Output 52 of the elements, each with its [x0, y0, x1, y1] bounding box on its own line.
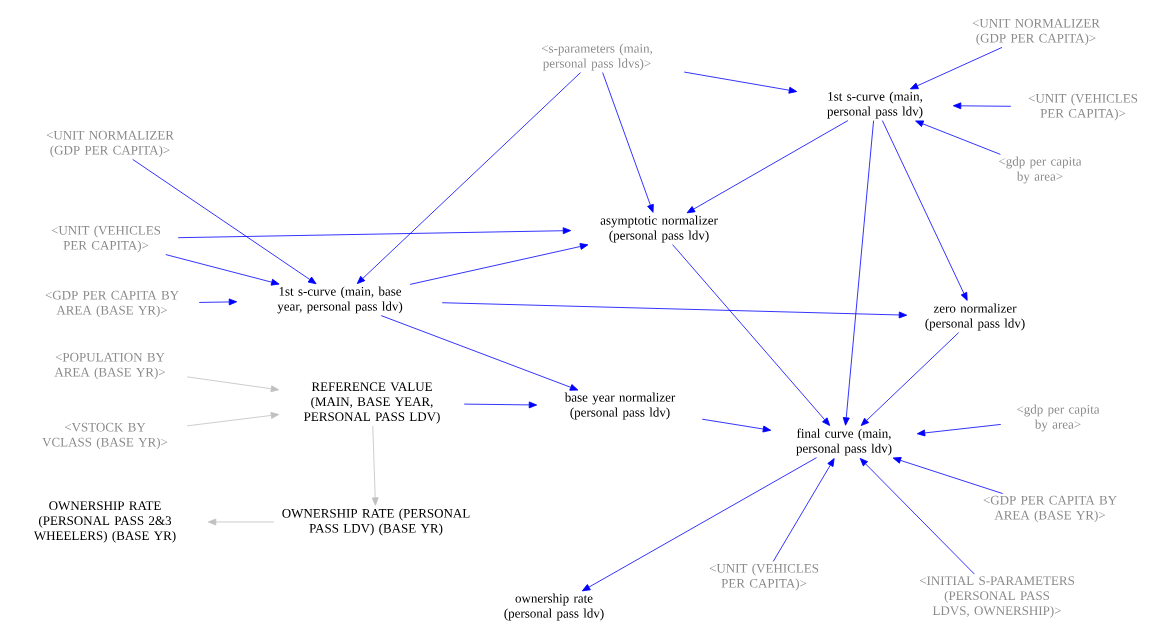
shadow-variable-label: <gdp per capita by area>	[1017, 404, 1100, 432]
arrow	[952, 102, 1012, 110]
arrow	[602, 72, 654, 213]
variable-label: OWNERSHIP RATE (PERSONAL PASS 2&3 WHEELERS) (BASE YR)	[33, 501, 176, 543]
shadow-variable-label: <POPULATION BY AREA (BASE YR)>	[54, 352, 166, 380]
arrow	[842, 120, 874, 426]
variable-label: base year normalizer (personal pass ldv)	[564, 392, 676, 420]
arrow	[672, 244, 831, 426]
variable-label: REFERENCE VALUE (MAIN, BASE YEAR, PERSONAL PASS LDV)	[304, 382, 440, 424]
arrow	[380, 315, 579, 391]
arrow	[198, 298, 238, 306]
variable-label: 1st s-curve (main, base year, personal pass ldv)	[277, 286, 403, 314]
arrow	[859, 458, 975, 575]
shadow-variable-label: <GDP PER CAPITA BY AREA (BASE YR)>	[45, 290, 179, 318]
shadow-variable-label: <UNIT (VEHICLES PER CAPITA)>	[709, 563, 819, 591]
shadow-variable-label: <UNIT (VEHICLES PER CAPITA)>	[51, 225, 161, 253]
shadow-variable-label: <gdp per capita by area>	[999, 156, 1082, 184]
arrow	[701, 418, 772, 433]
arrow	[463, 401, 538, 409]
variable-label: zero normalizer (personal pass ldv)	[925, 303, 1025, 331]
arrow	[772, 458, 835, 562]
shadow-variable-label: <UNIT (VEHICLES PER CAPITA)>	[1028, 93, 1138, 121]
arrow	[371, 425, 379, 506]
arrow	[910, 47, 1003, 90]
variable-label: 1st s-curve (main, personal pass ldv)	[827, 91, 923, 119]
shadow-variable-label: <s-parameters (main, personal pass ldvs)>	[541, 43, 652, 71]
arrow	[186, 412, 280, 427]
arrow	[177, 227, 572, 239]
arrow	[207, 518, 275, 526]
arrow	[915, 120, 1001, 155]
shadow-variable-label: <UNIT NORMALIZER (GDP PER CAPITA)>	[972, 18, 1100, 46]
arrow	[356, 72, 581, 284]
arrow	[686, 120, 849, 214]
arrow	[441, 302, 908, 319]
arrow	[683, 71, 798, 94]
arrow	[409, 243, 589, 285]
arrow	[165, 254, 280, 286]
arrow	[186, 376, 280, 393]
shadow-variable-label: <UNIT NORMALIZER (GDP PER CAPITA)>	[46, 130, 174, 158]
variable-label: final curve (main, personal pass ldv)	[796, 428, 892, 456]
arrow	[881, 120, 968, 301]
arrow	[892, 457, 1004, 494]
shadow-variable-label: <INITIAL S-PARAMETERS (PERSONAL PASS LDVS, OWNERSHIP)>	[919, 576, 1074, 618]
shadow-variable-label: <VSTOCK BY VCLASS (BASE YR)>	[42, 422, 168, 450]
variable-label: ownership rate (personal pass ldv)	[504, 593, 604, 621]
variable-label: OWNERSHIP RATE (PERSONAL PASS LDV) (BASE YR)	[282, 508, 470, 536]
arrow	[916, 424, 1002, 437]
arrow	[581, 457, 817, 592]
variable-label: asymptotic normalizer (personal pass ldv)	[600, 215, 718, 243]
arrow	[860, 332, 960, 426]
shadow-variable-label: <GDP PER CAPITA BY AREA (BASE YR)>	[983, 495, 1117, 523]
arrow	[132, 159, 317, 285]
